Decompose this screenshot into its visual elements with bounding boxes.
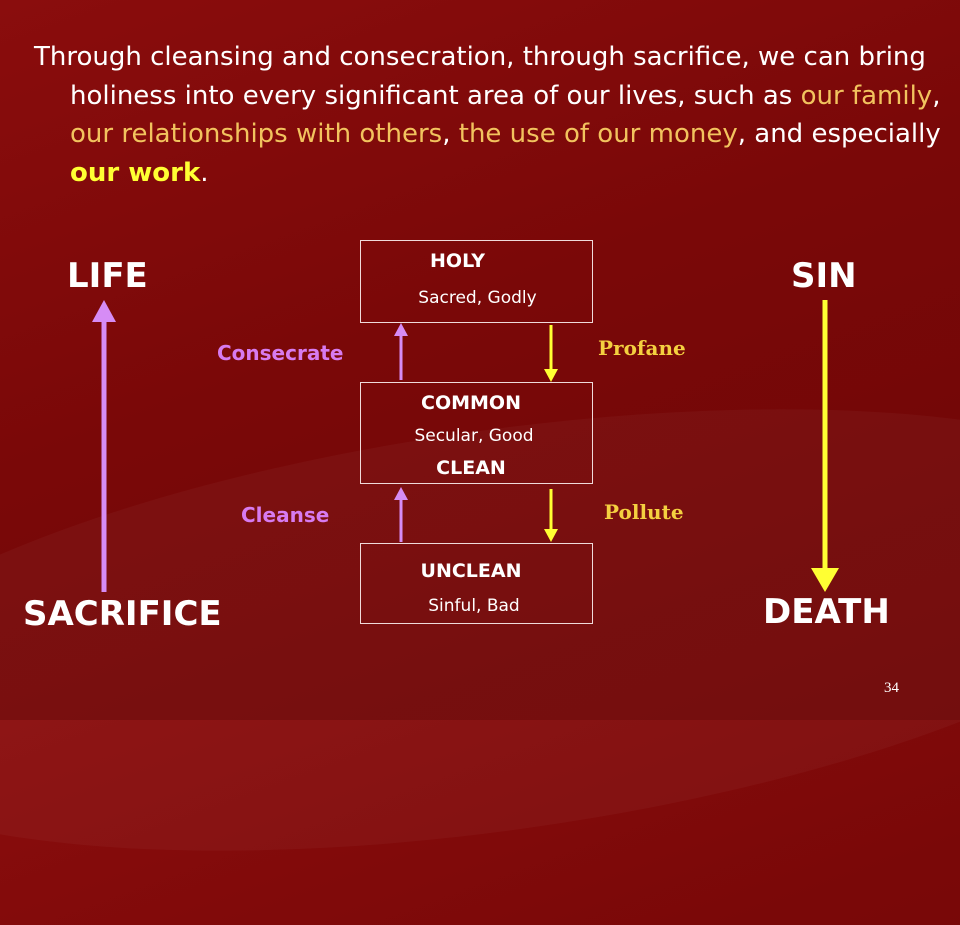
profane-label: Profane bbox=[598, 336, 686, 360]
cleanse-label: Cleanse bbox=[241, 503, 330, 527]
cleanse-arrow-head bbox=[394, 487, 408, 500]
sin-arrow-head bbox=[811, 568, 839, 592]
unclean-subtitle: Sinful, Bad bbox=[428, 596, 520, 616]
life-label: LIFE bbox=[67, 256, 148, 296]
holy-subtitle: Sacred, Godly bbox=[418, 288, 537, 308]
intro-connector: , and especially bbox=[737, 119, 941, 149]
consecrate-arrow-head bbox=[394, 323, 408, 336]
profane-arrow-head bbox=[544, 369, 558, 382]
intro-text-start: Through cleansing and consecration, thro… bbox=[34, 42, 926, 111]
clean-title: CLEAN bbox=[436, 457, 506, 479]
intro-paragraph: Through cleansing and consecration, thro… bbox=[34, 38, 960, 192]
unclean-box: UNCLEAN Sinful, Bad bbox=[360, 543, 593, 624]
pollute-arrow-head bbox=[544, 529, 558, 542]
intro-relationships: our relationships with others bbox=[70, 119, 443, 149]
sacrifice-label: SACRIFICE bbox=[23, 594, 222, 634]
common-box: COMMON Secular, Good CLEAN bbox=[360, 382, 593, 484]
diagram-arrows bbox=[92, 300, 839, 592]
holy-title: HOLY bbox=[430, 250, 485, 272]
holy-box: HOLY Sacred, Godly bbox=[360, 240, 593, 323]
sin-label: SIN bbox=[791, 256, 857, 296]
intro-period: . bbox=[200, 157, 209, 188]
page-number: 34 bbox=[884, 680, 899, 696]
life-arrow-head bbox=[92, 300, 116, 322]
common-title: COMMON bbox=[421, 392, 521, 414]
intro-money: the use of our money bbox=[458, 119, 738, 149]
pollute-label: Pollute bbox=[604, 500, 684, 524]
unclean-title: UNCLEAN bbox=[420, 560, 522, 582]
intro-comma-1: , bbox=[932, 80, 941, 111]
intro-work: our work bbox=[70, 157, 201, 188]
common-subtitle: Secular, Good bbox=[414, 426, 534, 446]
death-label: DEATH bbox=[763, 592, 890, 632]
consecrate-label: Consecrate bbox=[217, 341, 344, 365]
intro-family: our family bbox=[800, 80, 933, 111]
intro-comma-2: , bbox=[442, 119, 459, 149]
